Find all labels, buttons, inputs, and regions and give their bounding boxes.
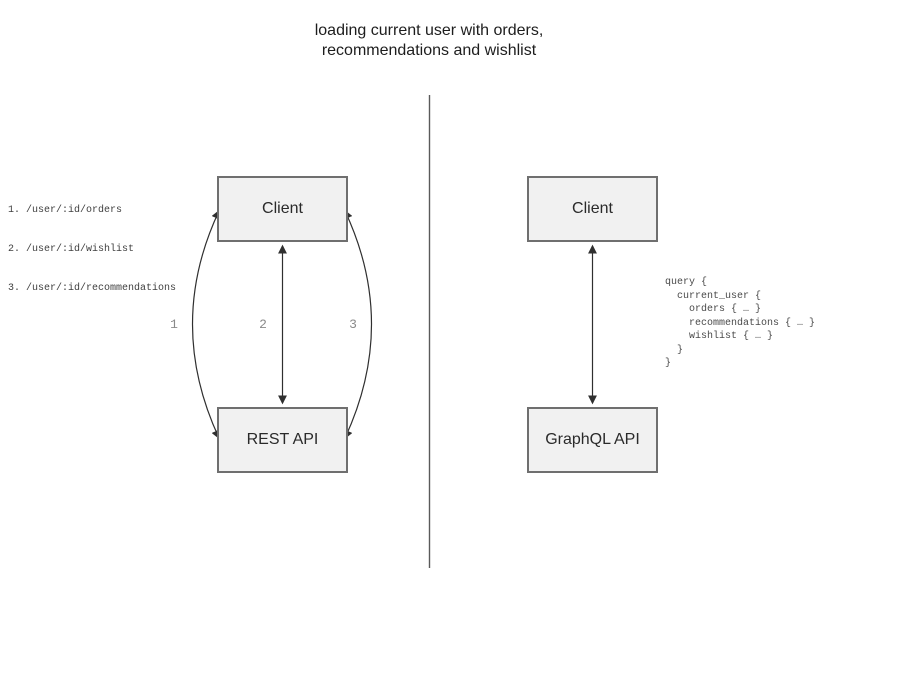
arrow-label-1: 1: [170, 317, 178, 332]
graphql-client-label: Client: [572, 200, 613, 217]
rest-arrow-1-curve: [191, 209, 220, 440]
graphql-api-label: GraphQL API: [545, 431, 640, 448]
arrow-label-3: 3: [349, 317, 357, 332]
rest-client-label: Client: [262, 200, 303, 217]
title-line-2: recommendations and wishlist: [321, 42, 537, 59]
rest-endpoint-list: 1. /user/:id/orders 2. /user/:id/wishlis…: [8, 178, 176, 321]
graphql-client-box: Client: [527, 176, 658, 242]
arrow-label-2: 2: [259, 317, 267, 332]
rest-endpoint-recommendations: 3. /user/:id/recommendations: [8, 283, 177, 294]
rest-endpoint-orders: 1. /user/:id/orders: [8, 205, 123, 216]
diagram-title: loading current user with orders, recomm…: [129, 21, 729, 61]
rest-client-box: Client: [217, 176, 348, 242]
rest-api-box: REST API: [217, 407, 348, 473]
graphql-query-code: query { current_user { orders { … } reco…: [665, 277, 816, 369]
title-line-1: loading current user with orders,: [314, 22, 544, 39]
rest-api-label: REST API: [246, 431, 319, 448]
rest-endpoint-wishlist: 2. /user/:id/wishlist: [8, 244, 135, 255]
graphql-api-box: GraphQL API: [527, 407, 658, 473]
